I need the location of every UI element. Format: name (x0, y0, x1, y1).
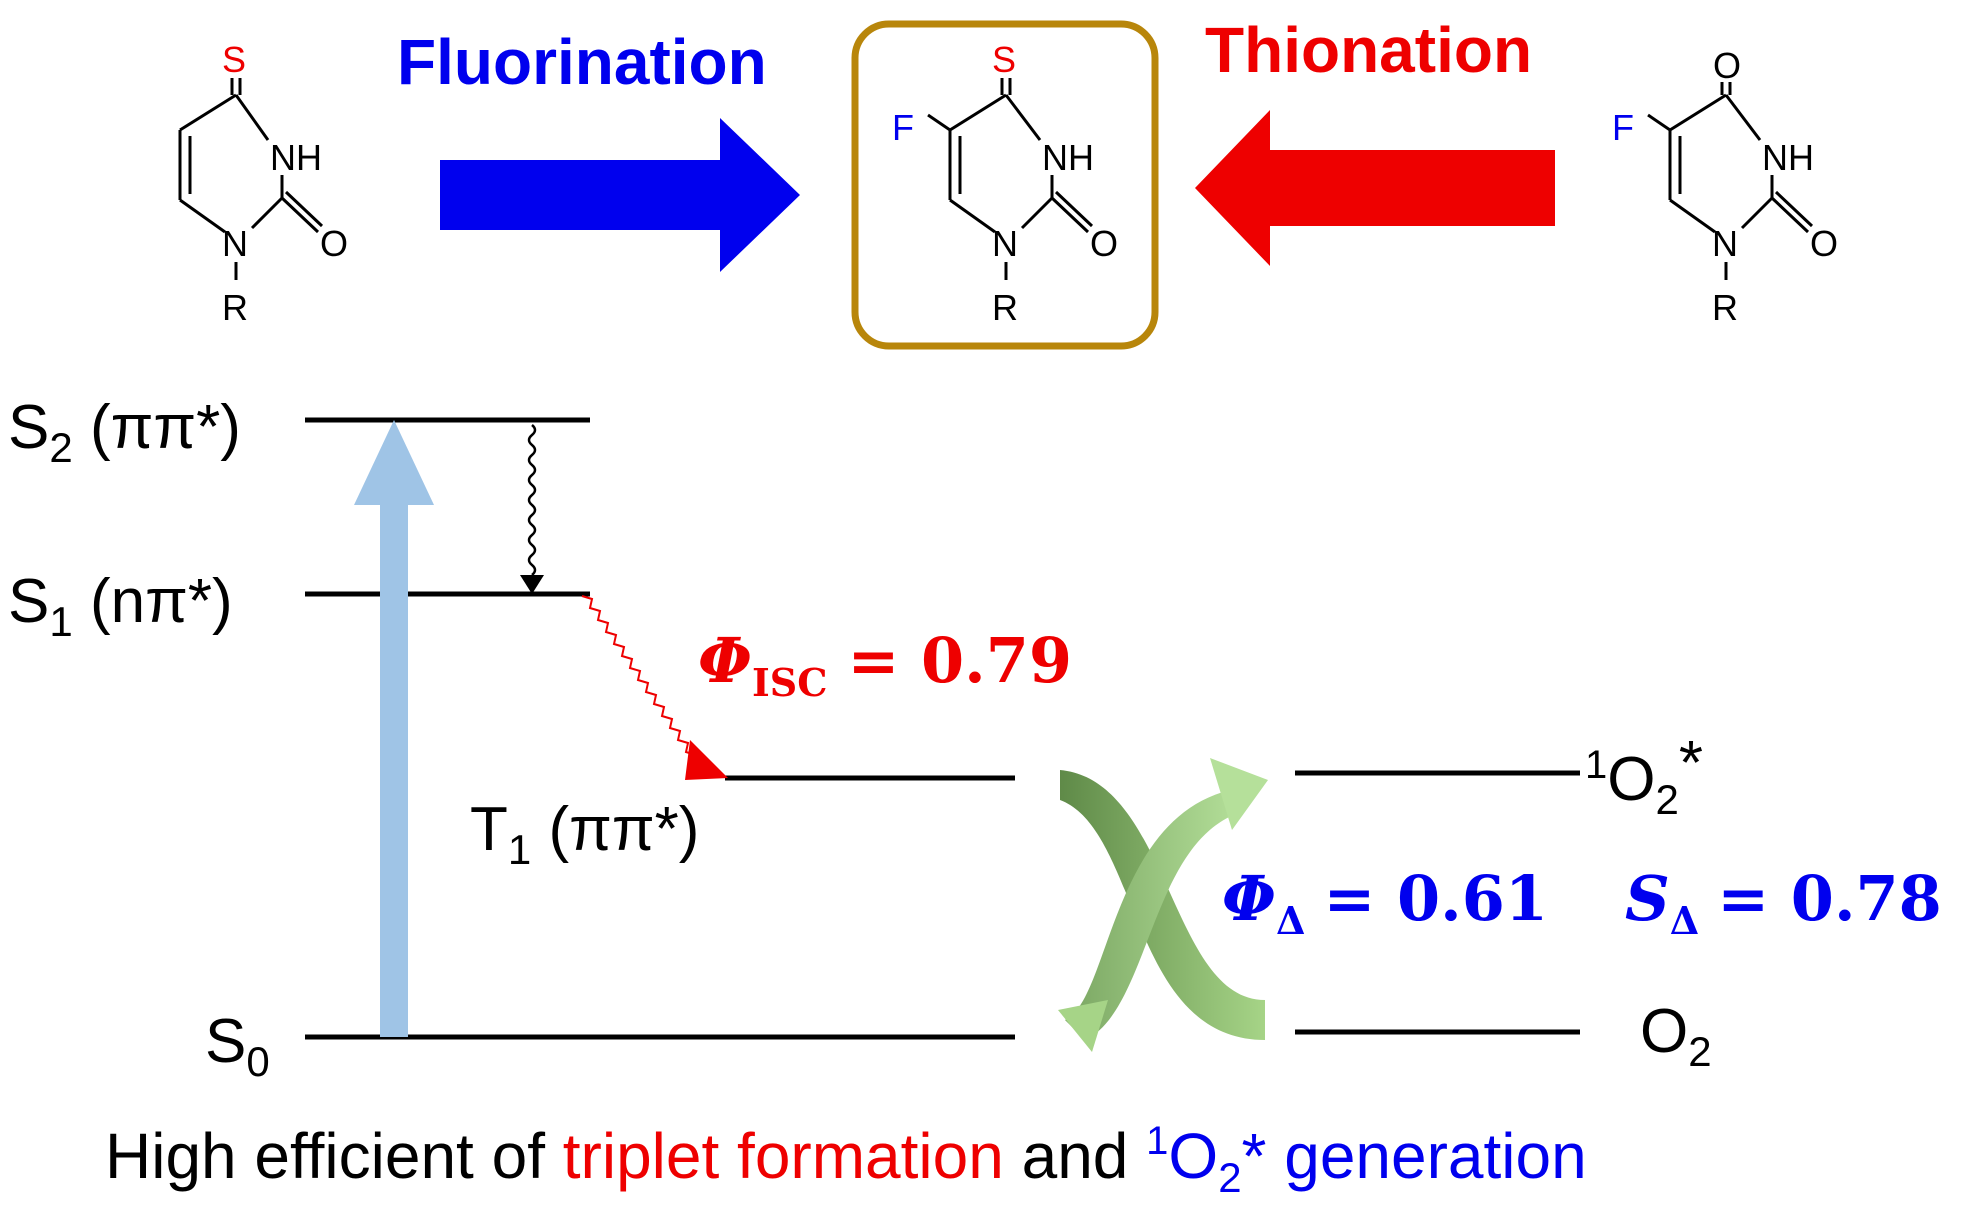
caption: High efficient of triplet formation and … (105, 1119, 1587, 1201)
singlet-oxygen-label: 1O2* (1585, 729, 1703, 823)
fluorination-label: Fluorination (397, 26, 767, 98)
molecule-right (1647, 82, 1814, 280)
molecule-left (178, 78, 324, 280)
energy-transfer-down-arrowhead (1058, 1000, 1108, 1052)
center-sulfur: S (992, 39, 1016, 80)
excitation-arrow (354, 420, 434, 1037)
left-n: N (222, 223, 248, 264)
center-r: R (992, 287, 1018, 328)
isc-arrow (581, 595, 698, 765)
energy-transfer-up-arrowhead (1210, 758, 1268, 830)
energy-transfer-down-arrow (1060, 770, 1265, 1040)
product-highlight-box (851, 20, 1159, 350)
energy-transfer-up-arrow-body (1065, 790, 1242, 1040)
s2-label: S2 (ππ*) (8, 393, 241, 471)
singlet-oxygen-yield: ΦΔ= 0.61 (1222, 862, 1548, 943)
center-n: N (992, 223, 1018, 264)
right-o: O (1810, 223, 1838, 264)
right-n: N (1712, 223, 1738, 264)
thionation-label: Thionation (1205, 14, 1532, 86)
left-r: R (222, 287, 248, 328)
right-oxygen-top: O (1713, 45, 1741, 86)
t1-label: T1 (ππ*) (470, 795, 699, 873)
s0-label: S0 (205, 1007, 270, 1085)
center-fluorine: F (892, 107, 914, 148)
singlet-oxygen-efficiency: SΔ= 0.78 (1625, 862, 1942, 943)
right-r: R (1712, 287, 1738, 328)
thionation-arrow (1195, 110, 1555, 266)
s1-label: S1 (nπ*) (8, 567, 233, 645)
left-o: O (320, 223, 348, 264)
fluorination-arrow (440, 118, 800, 272)
oxygen-label: O2 (1640, 997, 1712, 1075)
right-nh: NH (1762, 137, 1814, 178)
isc-arrowhead (685, 740, 728, 780)
internal-conversion-arrowhead (520, 575, 544, 594)
left-nh: NH (270, 137, 322, 178)
internal-conversion-arrow (527, 424, 537, 576)
molecule-center (927, 78, 1094, 280)
left-sulfur: S (222, 39, 246, 80)
isc-yield: ΦISC= 0.79 (698, 624, 1072, 705)
center-o: O (1090, 223, 1118, 264)
right-fluorine: F (1612, 107, 1634, 148)
center-nh: NH (1042, 137, 1094, 178)
